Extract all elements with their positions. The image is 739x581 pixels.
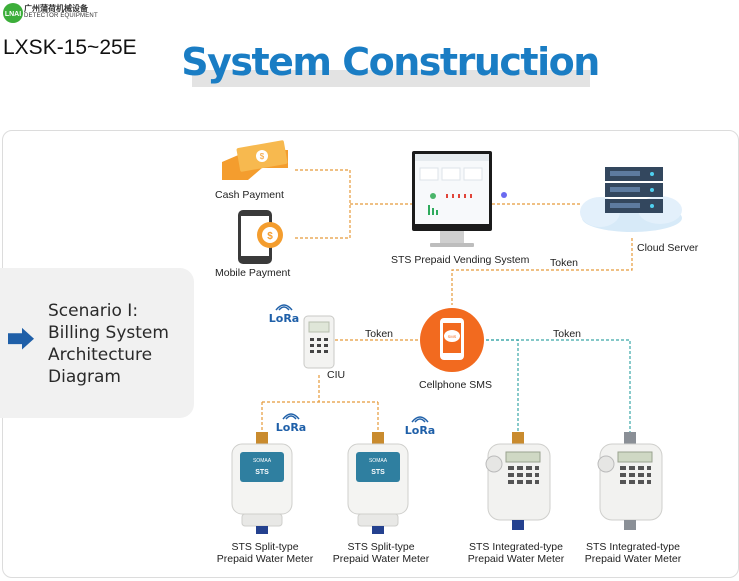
cellphone-sms-label: Cellphone SMS: [419, 379, 492, 391]
svg-text:SOMAA: SOMAA: [253, 458, 272, 464]
logo-company-en: DETECTOR EQUIPMENT: [24, 13, 98, 19]
meter-label-line1: STS Split-type: [347, 541, 415, 553]
cash-payment-icon: $: [222, 140, 288, 180]
mobile-payment-label: Mobile Payment: [215, 267, 291, 279]
ciu-label: CIU: [327, 369, 346, 381]
svg-text:SOMAA: SOMAA: [369, 458, 388, 464]
meter-label-line2: Prepaid Water Meter: [467, 553, 565, 565]
scenario-line-4: Diagram: [48, 367, 121, 387]
split-meter-icon: SOMAA STS: [347, 432, 409, 534]
cash-payment-label: Cash Payment: [215, 189, 284, 201]
svg-text:LoRa: LoRa: [269, 312, 299, 325]
meter-label: STS Split-type Prepaid Water Meter: [326, 541, 436, 565]
integrated-meter-icon: [485, 432, 551, 530]
ciu-device-icon: [303, 315, 335, 369]
arrow-right-icon: [8, 327, 34, 350]
edge-label-token: Token: [365, 328, 394, 340]
meter-label-line1: STS Integrated-type: [469, 541, 563, 553]
split-meter-icon: SOMAA STS: [231, 432, 293, 534]
edge-label-token: Token: [553, 328, 582, 340]
cloud-server-icon: [580, 167, 682, 232]
svg-text:$: $: [267, 231, 273, 242]
cloud-server-label: Cloud Server: [637, 242, 699, 254]
scenario-line-1: Scenario I:: [48, 301, 139, 321]
title-highlight: [192, 70, 590, 87]
meter-label: STS Split-type Prepaid Water Meter: [210, 541, 320, 565]
svg-text:STS: STS: [371, 469, 385, 476]
logo-badge-text: LNAI: [5, 11, 21, 18]
svg-text:STS: STS: [255, 469, 269, 476]
meter-label-line1: STS Integrated-type: [586, 541, 680, 553]
vending-system-label: STS Prepaid Vending System: [391, 254, 530, 266]
meter-label: STS Integrated-type Prepaid Water Meter: [457, 541, 575, 565]
svg-text:LoRa: LoRa: [405, 424, 435, 437]
model-number: LXSK-15~25E: [3, 36, 137, 59]
cellphone-sms-icon: SMS: [420, 308, 484, 372]
company-logo: LNAI: [2, 2, 112, 24]
svg-text:$: $: [260, 152, 265, 161]
meter-label-line2: Prepaid Water Meter: [216, 553, 314, 565]
svg-text:LoRa: LoRa: [276, 421, 306, 434]
svg-text:SMS: SMS: [448, 334, 457, 339]
meter-label-line2: Prepaid Water Meter: [332, 553, 430, 565]
scenario-line-2: Billing System: [48, 323, 169, 343]
meter-connectors: [486, 339, 631, 432]
payment-connectors: [261, 169, 633, 432]
scenario-card: [0, 268, 194, 418]
page-title: System Construction: [181, 40, 600, 84]
logo-company-cn: 广州蒲荷机械设备: [24, 4, 88, 13]
mobile-payment-icon: $: [238, 210, 283, 264]
lora-icon: LoRa: [276, 413, 306, 434]
edge-label-token: Token: [550, 257, 579, 269]
meter-label-line1: STS Split-type: [231, 541, 299, 553]
lora-icon: LoRa: [269, 304, 299, 325]
scenario-line-3: Architecture: [48, 345, 153, 365]
scenario-text: Scenario I: Billing System Architecture …: [48, 300, 169, 388]
logo-badge-icon: LNAI: [3, 3, 23, 23]
vending-monitor-icon: [412, 151, 507, 247]
lora-icon: LoRa: [405, 416, 435, 437]
meter-label-line2: Prepaid Water Meter: [584, 553, 682, 565]
integrated-meter-icon: [597, 432, 663, 530]
meter-label: STS Integrated-type Prepaid Water Meter: [574, 541, 692, 565]
